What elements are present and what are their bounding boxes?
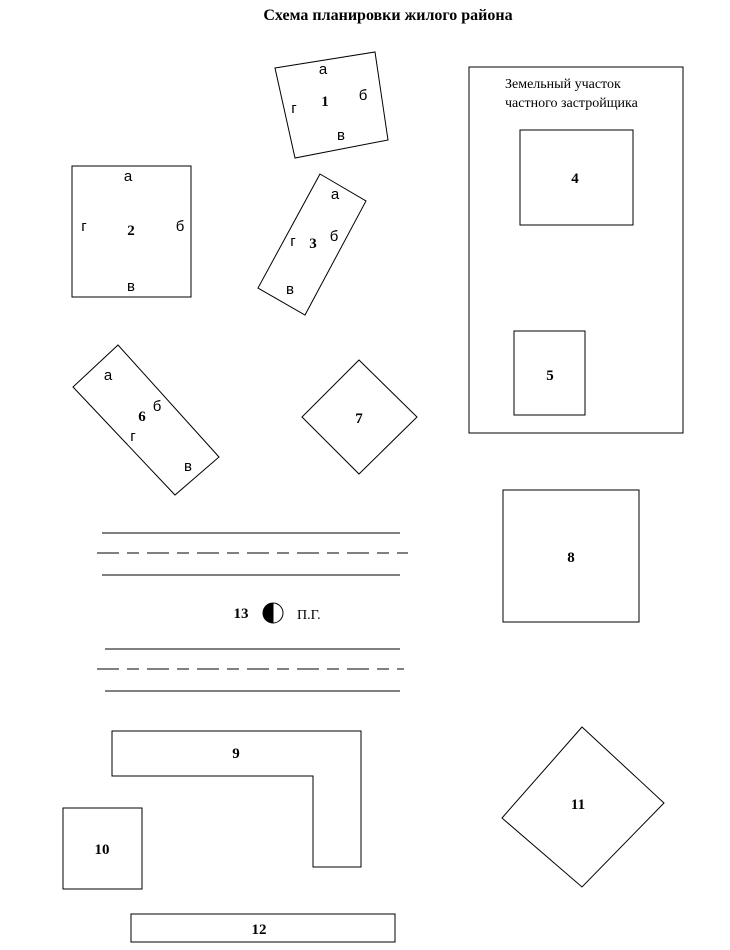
building-8-outline xyxy=(502,489,640,623)
building-6-side-a: а xyxy=(104,367,113,384)
hydrant-label: П.Г. xyxy=(297,608,321,623)
building-5-number: 5 xyxy=(546,368,554,384)
building-1: 1 а б в г xyxy=(274,51,389,159)
building-3-side-a: а xyxy=(331,186,340,203)
building-2: 2 а б в г xyxy=(71,165,192,298)
building-2-number: 2 xyxy=(127,223,135,239)
building-4-number: 4 xyxy=(571,171,579,187)
building-9-number: 9 xyxy=(232,746,240,762)
private-plot-outline xyxy=(468,66,684,434)
building-12-number: 12 xyxy=(252,922,267,938)
fire-hydrant: 13 П.Г. xyxy=(234,602,321,624)
plan-title: Схема планировки жилого района xyxy=(263,7,512,24)
building-5-outline xyxy=(513,330,586,416)
building-1-side-b: б xyxy=(359,87,368,104)
building-2-outline xyxy=(71,165,192,298)
building-3-number: 3 xyxy=(309,236,317,252)
building-5: 5 xyxy=(513,330,586,416)
building-2-side-a: а xyxy=(124,168,133,185)
building-6-side-v: в xyxy=(184,458,192,475)
hydrant-number: 13 xyxy=(234,606,249,622)
building-1-outline xyxy=(274,51,389,159)
building-4: 4 xyxy=(519,129,634,226)
building-2-side-g: г xyxy=(81,218,87,235)
building-11-number: 11 xyxy=(571,797,585,813)
building-7-number: 7 xyxy=(355,411,363,427)
building-4-outline xyxy=(519,129,634,226)
building-12-outline xyxy=(130,913,396,943)
private-plot-label-line2: частного застройщика xyxy=(505,96,639,111)
building-6: 6 а б в г xyxy=(72,344,220,496)
building-1-side-a: а xyxy=(319,61,328,78)
building-10-outline xyxy=(62,807,143,890)
building-3: 3 а б в г xyxy=(257,173,367,316)
building-1-number: 1 xyxy=(321,94,329,110)
building-1-side-g: г xyxy=(291,100,297,117)
building-9: 9 xyxy=(111,730,362,868)
building-9-outline xyxy=(111,730,362,868)
building-6-number: 6 xyxy=(138,409,146,425)
building-10: 10 xyxy=(62,807,143,890)
building-11-outline xyxy=(501,726,665,888)
building-10-number: 10 xyxy=(95,842,110,858)
building-6-outline xyxy=(72,344,220,496)
private-plot-label-line1: Земельный участок xyxy=(505,77,621,92)
building-3-side-g: г xyxy=(290,233,296,250)
road-lower xyxy=(97,648,404,692)
building-8: 8 xyxy=(502,489,640,623)
building-3-side-b: б xyxy=(330,228,339,245)
hydrant-icon xyxy=(262,602,284,624)
road-upper xyxy=(97,532,408,576)
building-3-outline xyxy=(257,173,367,316)
building-8-number: 8 xyxy=(567,550,575,566)
building-1-side-v: в xyxy=(337,127,345,144)
building-7: 7 xyxy=(301,359,418,475)
building-11: 11 xyxy=(501,726,665,888)
building-6-side-g: г xyxy=(130,428,136,445)
building-7-outline xyxy=(301,359,418,475)
building-3-side-v: в xyxy=(286,281,294,298)
building-6-side-b: б xyxy=(153,398,162,415)
private-plot: Земельный участок частного застройщика 4… xyxy=(468,66,684,434)
building-12: 12 xyxy=(130,913,396,943)
building-2-side-b: б xyxy=(176,218,185,235)
building-2-side-v: в xyxy=(127,278,135,295)
